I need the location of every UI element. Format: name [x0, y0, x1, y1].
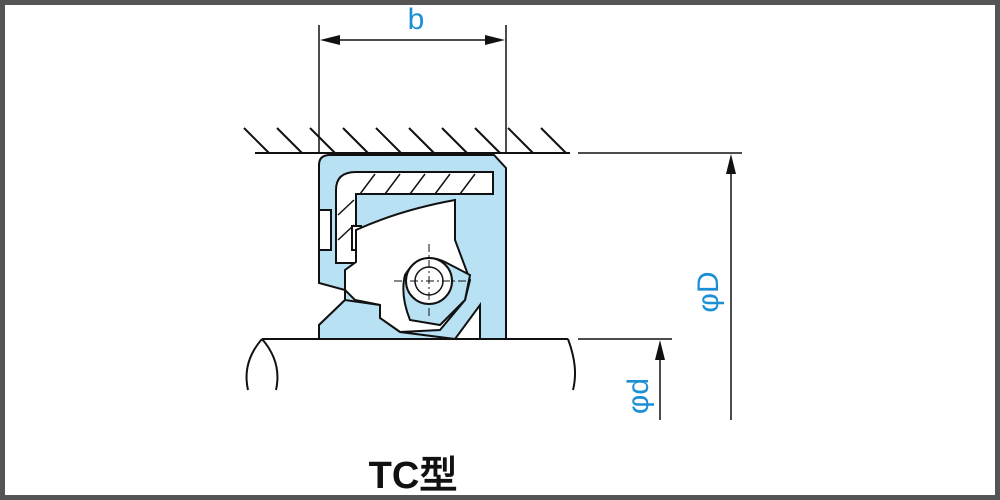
- seal-type-title: TC型: [369, 455, 458, 497]
- seal-cross-section: [318, 154, 507, 340]
- dimension-phi-d-label: φd: [622, 378, 655, 414]
- dimension-b: [318, 25, 507, 153]
- dimension-phi-D-label: φD: [692, 271, 725, 312]
- dimension-phi-d: [578, 338, 672, 420]
- shaft: [245, 338, 577, 391]
- housing-hatching: [243, 127, 570, 154]
- dimension-b-label: b: [408, 3, 425, 36]
- dimension-phi-D: [578, 152, 742, 420]
